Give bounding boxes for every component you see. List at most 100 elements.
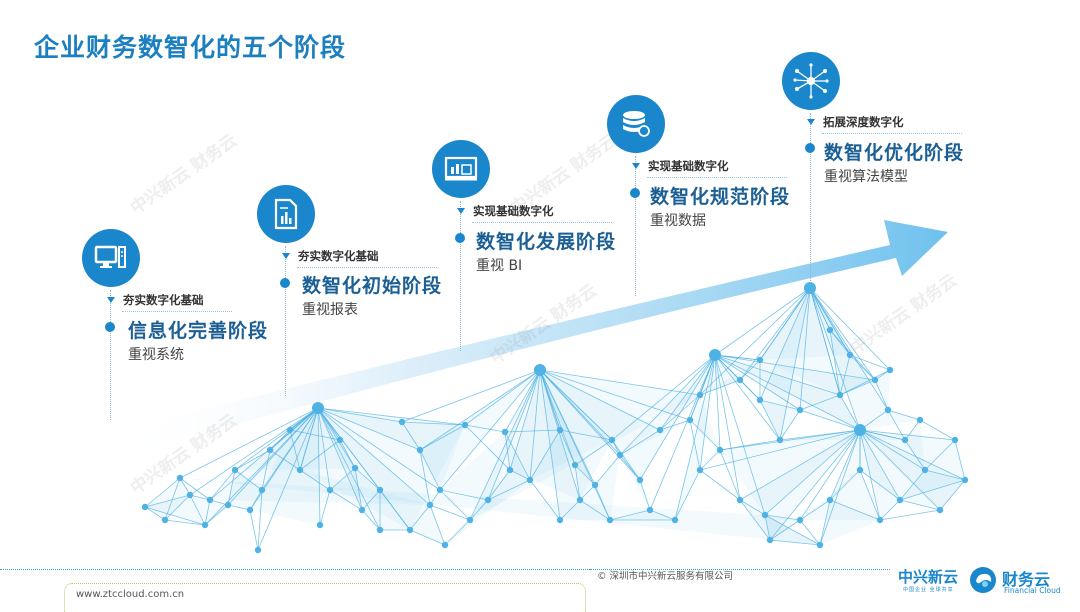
mesh-node (231, 466, 239, 474)
mesh-line (317, 407, 466, 426)
triangle-down-icon (282, 253, 290, 259)
mesh-facet (235, 470, 262, 510)
stage-line (635, 156, 636, 296)
mesh-line (594, 454, 621, 486)
mesh-line (924, 469, 966, 481)
mesh-line (204, 499, 211, 526)
mesh-node (961, 476, 969, 484)
mesh-facet (510, 370, 580, 500)
mesh-line (699, 354, 716, 396)
stage-desc: 重视系统 (128, 347, 184, 363)
mesh-line (257, 489, 263, 551)
mesh-node (696, 391, 704, 399)
mesh-node (296, 466, 304, 474)
mesh-node (716, 446, 724, 454)
mesh-line (234, 407, 319, 471)
mesh-line (429, 504, 446, 546)
mesh-facet (575, 440, 612, 500)
mesh-facet (180, 478, 820, 545)
mesh-line (689, 419, 721, 451)
mesh-line (401, 421, 421, 451)
mesh-facet (905, 420, 925, 470)
mesh-facet (402, 422, 465, 490)
mesh-node (896, 496, 904, 504)
mesh-facet (760, 400, 800, 440)
mesh-facet (540, 370, 660, 480)
mesh-line (829, 499, 881, 521)
mesh-line (574, 464, 596, 486)
mesh-node (756, 356, 764, 364)
mesh-facet (410, 505, 445, 545)
mesh-line (859, 469, 881, 521)
mesh-node (441, 541, 449, 549)
mesh-line (504, 369, 541, 433)
mesh-line (354, 467, 381, 491)
mesh-line (809, 287, 841, 396)
mesh-line (699, 354, 716, 471)
mesh-line (639, 354, 716, 481)
mesh-facet (875, 370, 890, 410)
mesh-line (904, 439, 926, 471)
mesh-facet (318, 408, 465, 530)
zhongxing-xinyun-slogan: 中国企业 全球共享 (903, 587, 954, 593)
mesh-line (329, 467, 356, 491)
mesh-line (829, 329, 841, 396)
mesh-line (539, 369, 611, 521)
mesh-line (469, 499, 489, 521)
mesh-line (649, 509, 676, 521)
mesh-facet (820, 500, 880, 545)
mesh-node (571, 461, 579, 469)
mesh-line (779, 409, 801, 441)
mesh-line (859, 429, 901, 501)
zhongxing-xinyun-logo: 中兴新云 (898, 568, 959, 586)
mesh-facet (470, 370, 700, 520)
mesh-node (826, 496, 834, 504)
mesh-node (836, 391, 844, 399)
website-url[interactable]: www.ztccloud.com.cn (76, 589, 185, 600)
mesh-line (319, 489, 331, 526)
mesh-line (269, 449, 301, 471)
mesh-line (611, 439, 641, 481)
stage-title: 信息化完善阶段 (128, 320, 269, 342)
mesh-facet (760, 288, 810, 440)
mesh-line (317, 407, 331, 491)
mesh-facet (900, 470, 965, 500)
mesh-node (206, 496, 214, 504)
mesh-line (354, 467, 363, 511)
mesh-line (809, 287, 889, 411)
mesh-facet (700, 360, 760, 395)
stage-dot (630, 188, 640, 198)
stage-subtitle: 夯实数字化基础 (107, 292, 204, 308)
mesh-facet (420, 370, 540, 490)
mesh-node (176, 474, 184, 482)
mesh-line (619, 354, 716, 456)
mesh-node (709, 349, 721, 361)
stage-title: 数智化初始阶段 (302, 275, 443, 297)
mesh-facet (165, 478, 190, 520)
mesh-line (764, 429, 861, 516)
mesh-node (886, 366, 894, 374)
mesh-facet (595, 455, 620, 520)
mesh-node (804, 282, 816, 294)
triangle-down-icon (632, 163, 640, 169)
mesh-line (539, 369, 661, 431)
mesh-line (714, 354, 766, 516)
mesh-line (509, 369, 541, 471)
page-title: 企业财务数智化的五个阶段 (34, 33, 347, 62)
mesh-line (464, 424, 511, 471)
mesh-line (714, 354, 781, 441)
mesh-line (714, 354, 841, 396)
mesh-line (464, 424, 506, 433)
mesh-node (406, 526, 414, 534)
mesh-line (887, 409, 906, 441)
mesh-node (761, 511, 769, 519)
stage-dot (805, 143, 815, 153)
mesh-facet (830, 330, 850, 395)
stage-title: 数智化规范阶段 (650, 186, 791, 208)
mesh-node (501, 428, 509, 436)
stage-subtitle: 实现基础数字化 (632, 158, 729, 174)
mesh-line (759, 287, 811, 401)
mesh-line (659, 394, 701, 431)
mesh-line (257, 407, 319, 551)
mesh-line (204, 504, 229, 526)
